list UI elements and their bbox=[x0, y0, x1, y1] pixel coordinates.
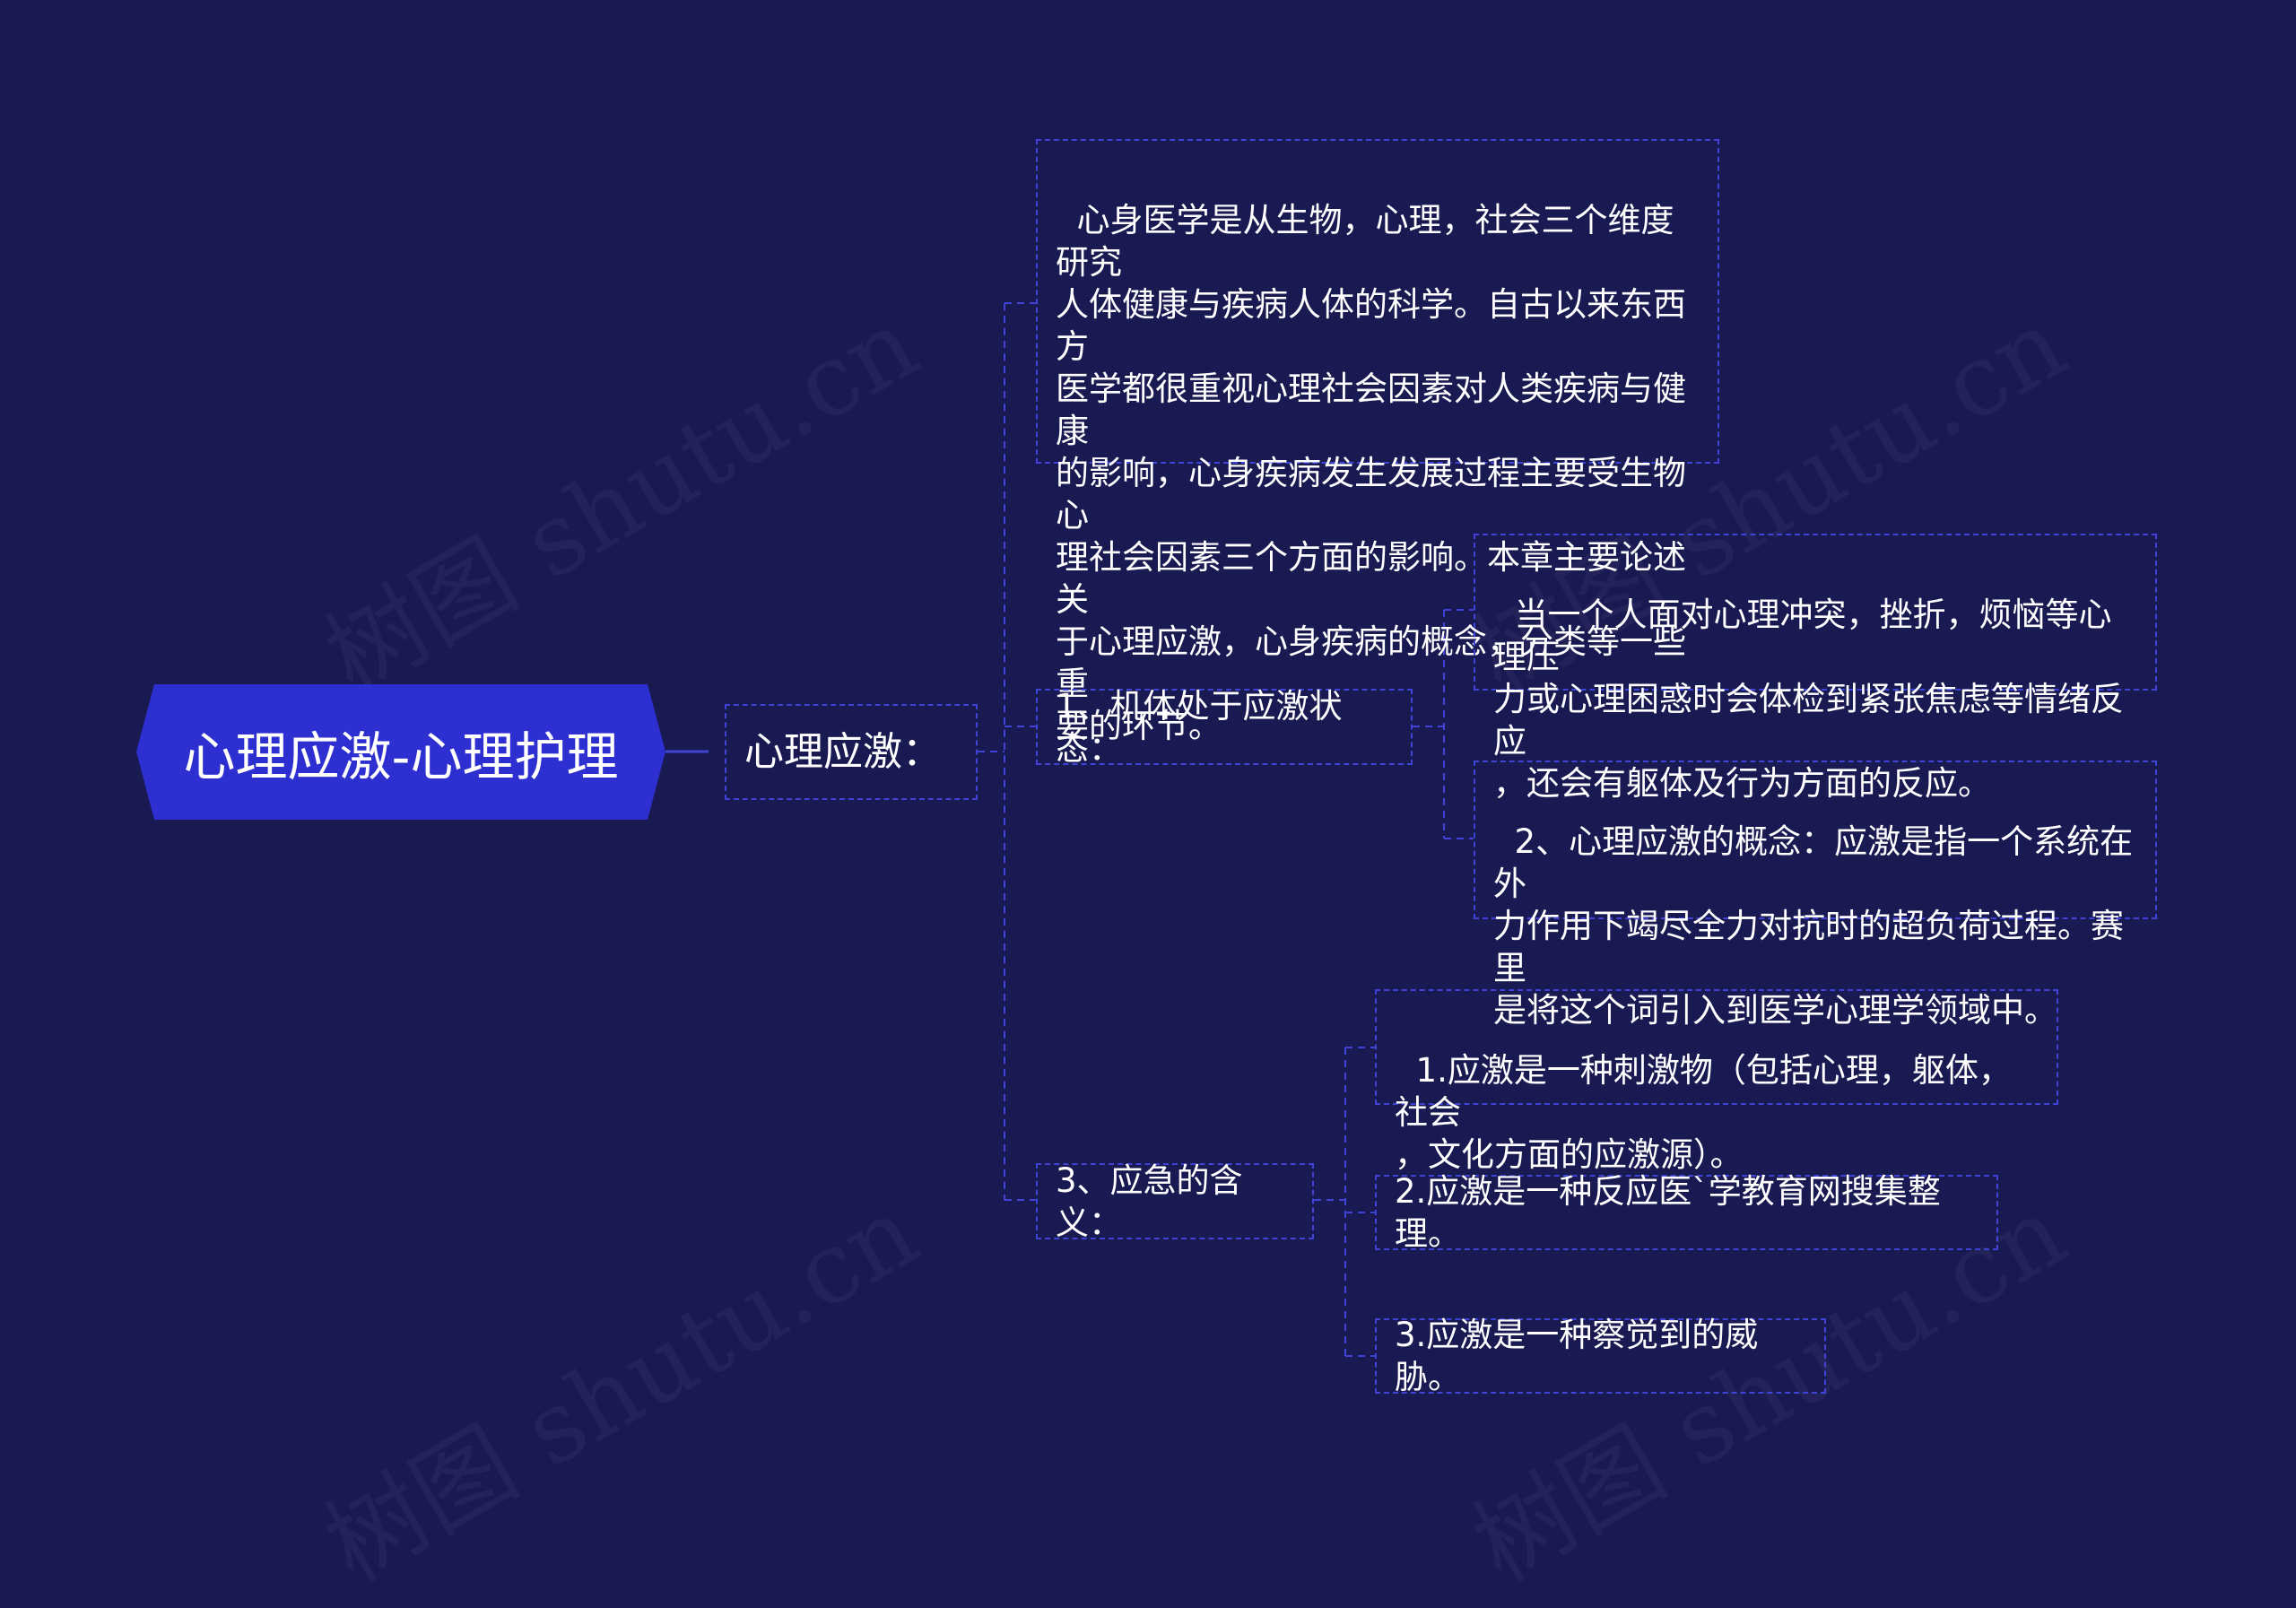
root-node[interactable]: 心理应激-心理护理 bbox=[136, 684, 665, 820]
branch3-child-text: 1.应激是一种刺激物（包括心理，躯体，社会 ，文化方面的应激源）。 bbox=[1395, 1051, 2012, 1174]
branch3-child-text: 2.应激是一种反应医`学教育网搜集整理。 bbox=[1395, 1172, 1941, 1253]
branch1-child-node[interactable]: 当一个人面对心理冲突，挫折，烦恼等心理压 力或心理困惑时会体检到紧张焦虑等情绪反… bbox=[1474, 534, 2157, 803]
branch3-child-node[interactable]: 3.应激是一种察觉到的威胁。 bbox=[1375, 1316, 1826, 1396]
branch1-child-text: 当一个人面对心理冲突，挫折，烦恼等心理压 力或心理困惑时会体检到紧张焦虑等情绪反… bbox=[1493, 595, 2124, 803]
root-node-label: 心理应激-心理护理 bbox=[183, 726, 619, 787]
branch3-child-node[interactable]: 1.应激是一种刺激物（包括心理，躯体，社会 ，文化方面的应激源）。 bbox=[1375, 989, 2058, 1174]
level1-node[interactable]: 心理应激： bbox=[725, 704, 978, 800]
branch1-node-label: 1、机体处于应激状态： bbox=[1056, 686, 1343, 768]
branch3-node[interactable]: 3、应急的含义： bbox=[1036, 1161, 1314, 1242]
intro-node[interactable]: 心身医学是从生物，心理，社会三个维度研究 人体健康与疾病人体的科学。自古以来东西… bbox=[1036, 139, 1719, 745]
connector-lines bbox=[665, 302, 1474, 1357]
branch1-node[interactable]: 1、机体处于应激状态： bbox=[1036, 687, 1413, 768]
branch3-child-node[interactable]: 2.应激是一种反应医`学教育网搜集整理。 bbox=[1375, 1172, 1998, 1253]
branch3-node-label: 3、应急的含义： bbox=[1056, 1160, 1243, 1242]
branch1-child-text: 2、心理应激的概念：应激是指一个系统在外 力作用下竭尽全力对抗时的超负荷过程。赛… bbox=[1493, 822, 2134, 1030]
branch1-child-node[interactable]: 2、心理应激的概念：应激是指一个系统在外 力作用下竭尽全力对抗时的超负荷过程。赛… bbox=[1474, 761, 2157, 1030]
level1-node-label: 心理应激： bbox=[744, 729, 942, 775]
intro-node-text: 心身医学是从生物，心理，社会三个维度研究 人体健康与疾病人体的科学。自古以来东西… bbox=[1056, 201, 1686, 745]
branch3-child-text: 3.应激是一种察觉到的威胁。 bbox=[1395, 1316, 1759, 1396]
